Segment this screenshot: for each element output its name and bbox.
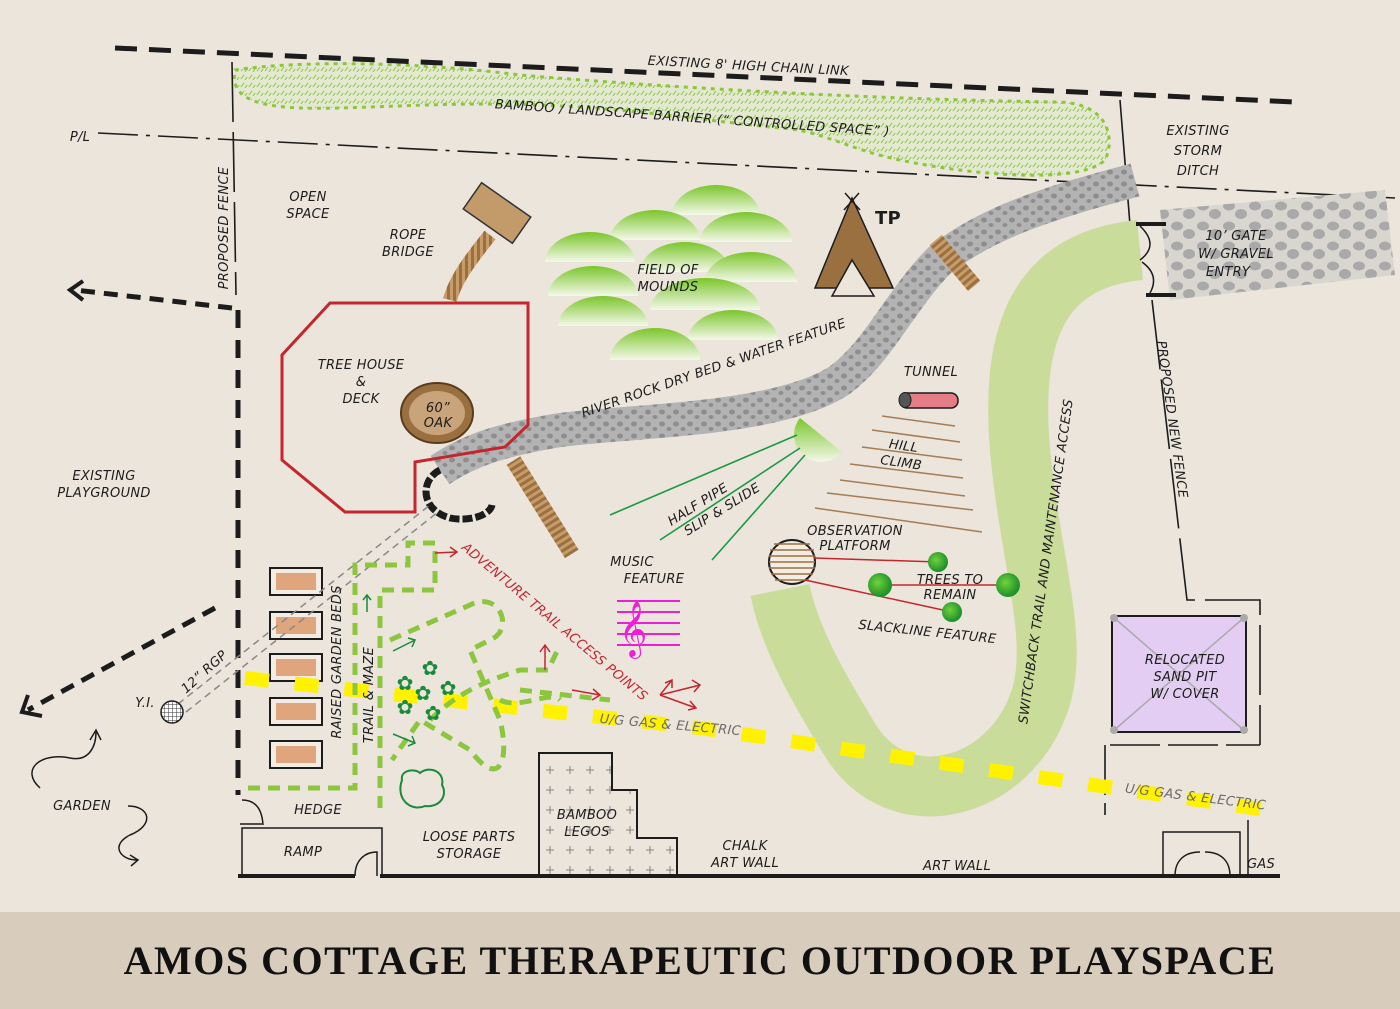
tree-icon: [996, 573, 1020, 597]
tree-icon: [928, 552, 948, 572]
rgp-pipe: [177, 504, 439, 713]
ramp-label: RAMP: [284, 845, 322, 860]
rock-border: [422, 466, 496, 523]
teepee-label: TP: [875, 208, 901, 229]
tree-house-deck[interactable]: [280, 301, 530, 514]
bamboo-barrier: [232, 62, 1111, 177]
garden-label: GARDEN: [53, 799, 111, 814]
tree-icon: [942, 602, 962, 622]
property-line-label: P/L: [70, 130, 90, 145]
garden-arrow-down: [118, 805, 148, 867]
tunnel-icon[interactable]: [898, 392, 959, 409]
yard-inlet-label: Y.I.: [135, 696, 155, 711]
svg-text:✿: ✿: [397, 671, 414, 695]
art-wall-label: ART WALL: [922, 859, 991, 874]
yard-inlet-icon: [160, 700, 184, 724]
svg-text:𝄞: 𝄞: [619, 601, 647, 659]
gas-label: GAS: [1247, 857, 1275, 872]
raised-garden-beds[interactable]: [269, 567, 323, 769]
river-rock-dry-bed: [430, 163, 1140, 485]
storm-ditch-line: [1119, 99, 1131, 226]
site-plan: 𝄞 ✿✿✿ ✿✿✿: [19, 45, 1396, 878]
hill-climb-label: HILLCLIMB: [879, 436, 925, 474]
gas-electric-line: [244, 671, 1282, 819]
svg-text:✿: ✿: [440, 676, 457, 700]
svg-text:✿: ✿: [415, 681, 432, 705]
building-walls: [238, 799, 1280, 878]
rope-bridge: [443, 181, 532, 302]
svg-text:✿: ✿: [425, 701, 442, 725]
bridge-east: [929, 234, 981, 292]
svg-text:✿: ✿: [397, 695, 414, 719]
shrub-icon: [399, 768, 445, 809]
field-of-mounds: [545, 185, 797, 360]
trail-maze[interactable]: [248, 540, 611, 813]
slackline-label: SLACKLINE FEATURE: [858, 618, 998, 647]
hedge-label: HEDGE: [294, 803, 342, 818]
access-point-arrows: [434, 546, 702, 711]
switchback-trail: [750, 220, 1144, 817]
title-band: AMOS COTTAGE THERAPEUTIC OUTDOOR PLAYSPA…: [0, 912, 1400, 1009]
trail-arrows: [362, 593, 417, 747]
hill-climb: [814, 415, 983, 533]
teepee-icon: [813, 192, 895, 297]
tree-icon: [868, 573, 892, 597]
trail-maze-label: TRAIL & MAZE: [362, 646, 377, 743]
proposed-new-fence-label: PROPOSED NEW FENCE: [1153, 340, 1190, 500]
playground-arrow-down: [26, 605, 217, 713]
rgp-label: 12” RGP: [179, 648, 231, 697]
proposed-fence-line: [231, 61, 237, 296]
tunnel-label: TUNNEL: [904, 365, 958, 380]
gas-electric-label-2: U/G GAS & ELECTRIC: [1124, 781, 1267, 813]
sand-pit[interactable]: [1110, 614, 1248, 734]
gate[interactable]: [1136, 222, 1176, 297]
gas-electric-label-1: U/G GAS & ELECTRIC: [599, 712, 742, 739]
property-line: [97, 132, 1396, 199]
proposed-new-fence: [1151, 299, 1261, 745]
observation-platform[interactable]: [768, 539, 816, 585]
playground-arrow-up: [74, 287, 233, 311]
garden-arrow-up: [31, 728, 102, 789]
bridge-south: [506, 456, 579, 559]
arrowhead-up-icon: [66, 279, 85, 302]
gravel-entry: [1160, 190, 1395, 300]
flower-bed: ✿✿✿ ✿✿✿: [397, 656, 457, 725]
proposed-fence-label: PROPOSED FENCE: [217, 166, 232, 289]
svg-text:✿: ✿: [422, 656, 439, 680]
chain-link-fence: [114, 45, 1296, 105]
music-feature-icon[interactable]: 𝄞: [617, 600, 680, 659]
oak-label: 60”OAK: [424, 401, 454, 431]
half-pipe-slide[interactable]: [609, 418, 842, 561]
arrowhead-down-icon: [19, 694, 43, 718]
page-title: AMOS COTTAGE THERAPEUTIC OUTDOOR PLAYSPA…: [123, 938, 1277, 983]
bamboo-legos[interactable]: [538, 752, 678, 875]
raised-garden-beds-label: RAISED GARDEN BEDS: [330, 585, 345, 738]
tree-house-label: TREE HOUSE&DECK: [318, 358, 405, 407]
